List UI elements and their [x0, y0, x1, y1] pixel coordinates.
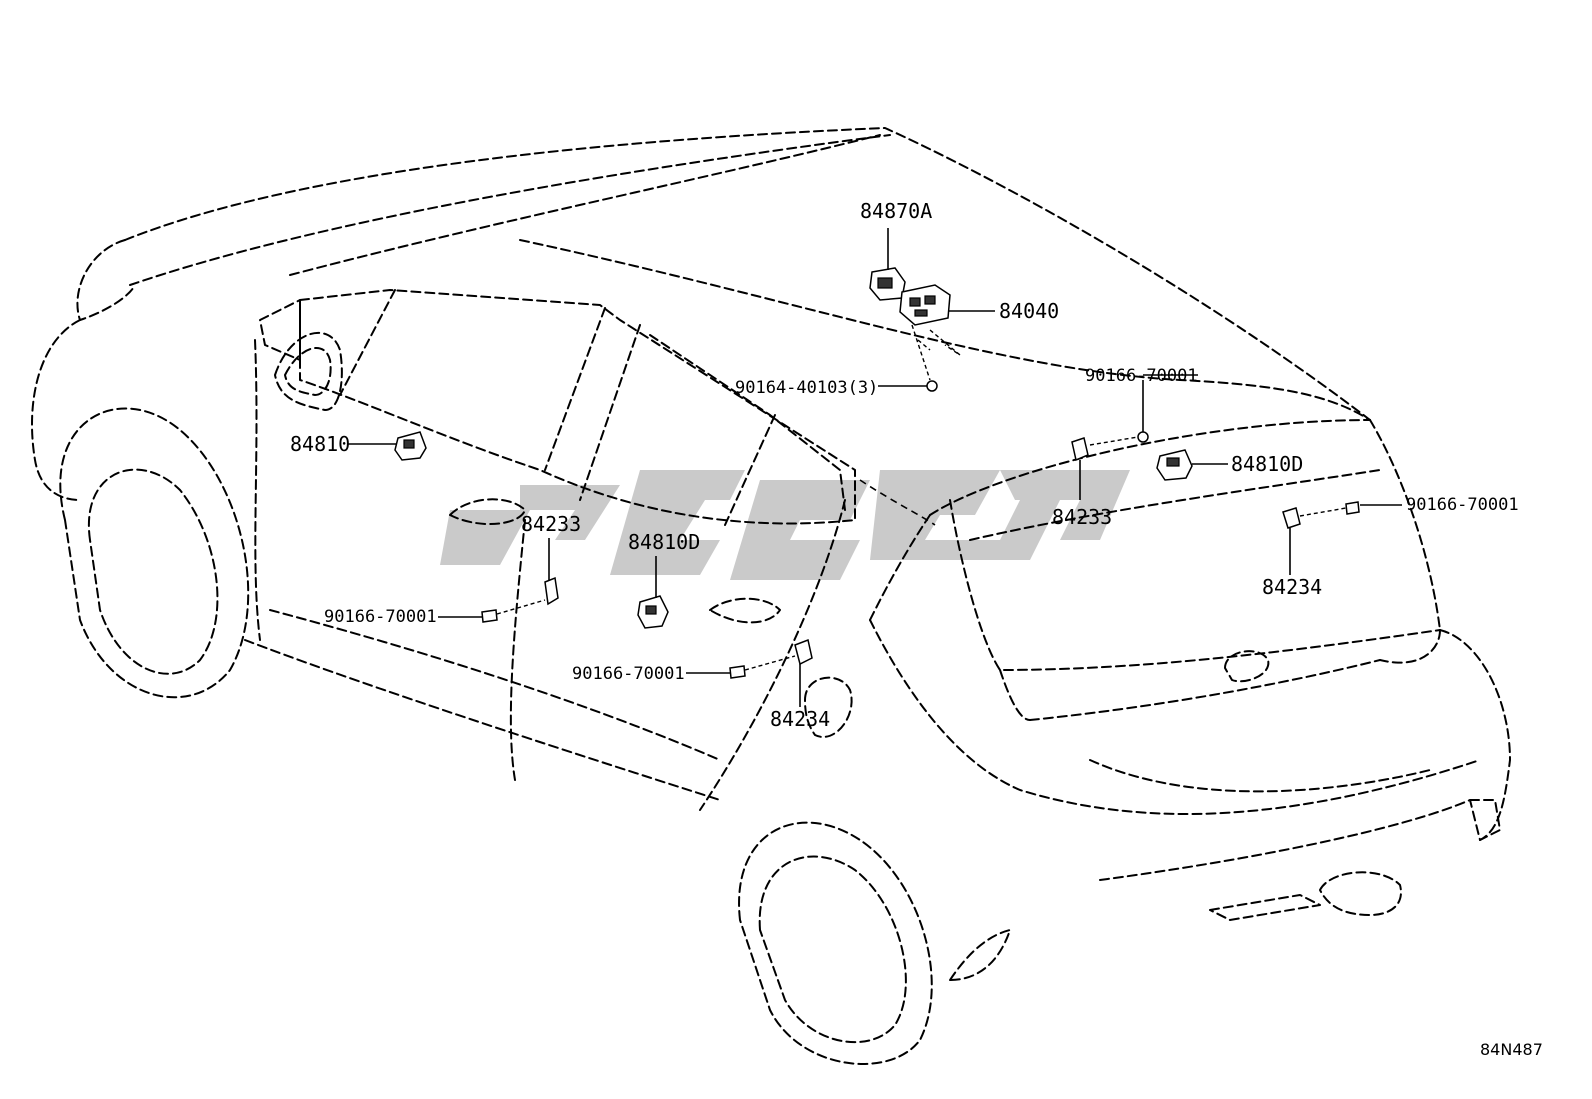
label-90164-40103: 90164-40103(3): [735, 378, 878, 398]
figure-code: 84N487: [1480, 1040, 1543, 1059]
label-90166-far-right: 90166-70001: [1406, 495, 1519, 515]
part-84233-right-connector: [1071, 437, 1089, 462]
label-84233-right: 84233: [1052, 505, 1112, 529]
part-84234-right-connector: [1282, 507, 1301, 529]
screw-90166-left: [481, 609, 498, 623]
part-84233-left-connector: [544, 576, 559, 606]
label-84810D-center: 84810D: [628, 530, 700, 554]
screw-90166-center: [729, 665, 746, 679]
leader-lines: [348, 228, 1402, 707]
label-84810D-right: 84810D: [1231, 452, 1303, 476]
label-90166-center: 90166-70001: [572, 664, 685, 684]
label-90166-top-right: 90166-70001: [1085, 366, 1198, 386]
part-84810D-right-switch: [1156, 449, 1193, 481]
label-84870A: 84870A: [860, 199, 932, 223]
screw-90166-far-right: [1345, 501, 1360, 515]
label-84234-right: 84234: [1262, 575, 1322, 599]
part-84810D-center-switch: [637, 595, 669, 629]
label-84040: 84040: [999, 299, 1059, 323]
screw-90166-top-right: [1137, 431, 1149, 443]
watermark-logo: [440, 470, 1130, 580]
car-outline: [31, 127, 1511, 1065]
part-84234-center-connector: [794, 638, 813, 666]
screw-90164: [926, 380, 938, 392]
label-84234-center: 84234: [770, 707, 830, 731]
label-90166-left: 90166-70001: [324, 607, 437, 627]
part-84040-switch-assembly: [899, 284, 951, 326]
label-84233-left: 84233: [521, 512, 581, 536]
part-84870A-switch: [869, 267, 906, 301]
part-84810-left-switch: [394, 431, 427, 461]
label-84810-left: 84810: [290, 432, 350, 456]
